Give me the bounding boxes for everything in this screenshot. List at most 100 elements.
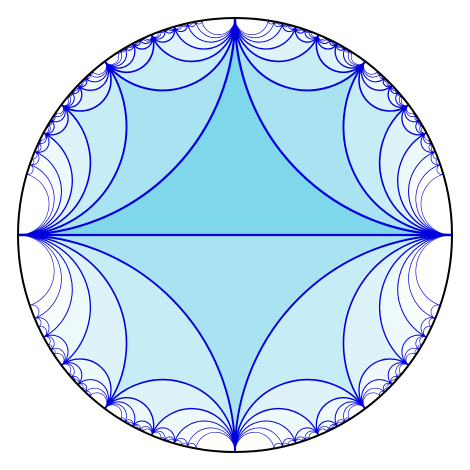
ideal-triangle-tile — [82, 77, 86, 82]
ideal-triangle-tile — [132, 39, 141, 46]
ideal-triangle-tile — [38, 132, 47, 144]
geodesic-edge — [420, 132, 436, 153]
ideal-triangle-tile — [151, 427, 175, 444]
ideal-triangle-tile — [43, 120, 55, 134]
geodesic-edge — [17, 234, 55, 306]
ideal-triangle-tile — [120, 48, 126, 53]
geodesic-edge — [415, 234, 453, 306]
ideal-triangle-tile — [295, 436, 306, 444]
geodesic-edge — [401, 334, 427, 366]
ideal-triangle-tile — [344, 48, 350, 53]
geodesic-edge — [234, 17, 320, 63]
ideal-triangle-tile — [104, 397, 154, 436]
ideal-triangle-tile — [308, 31, 319, 38]
geodesic-edge — [233, 17, 453, 237]
ideal-triangle-tile — [139, 34, 153, 44]
geodesic-edge — [150, 408, 236, 453]
ideal-triangle-tile — [164, 26, 175, 34]
ideal-triangle-tile — [132, 41, 138, 45]
ideal-triangle-tile — [104, 18, 236, 91]
geodesic-edge — [17, 234, 236, 453]
geodesic-edge — [104, 397, 155, 436]
ideal-triangle-tile — [43, 336, 55, 350]
geodesic-edge — [315, 397, 366, 436]
ideal-triangle-tile — [77, 77, 87, 87]
ideal-triangle-tile — [50, 115, 56, 121]
ideal-triangle-tile — [361, 61, 393, 91]
ideal-triangle-tile — [335, 401, 366, 427]
geodesic-edge — [150, 17, 236, 63]
ideal-triangle-tile — [384, 77, 388, 82]
ideal-triangle-tile — [132, 424, 141, 431]
ideal-triangle-tile — [104, 43, 135, 69]
ideal-triangle-tile — [77, 379, 109, 409]
ideal-triangle-tile — [415, 164, 452, 235]
ideal-triangle-tile — [18, 235, 62, 319]
geodesic-edge — [430, 304, 441, 319]
ideal-triangle-tile — [390, 85, 399, 94]
ideal-triangle-tile — [420, 317, 436, 338]
geodesic-edge — [195, 432, 236, 453]
ideal-triangle-tile — [34, 317, 50, 338]
ideal-triangle-tile — [414, 115, 420, 121]
ideal-triangle-tile — [404, 348, 420, 366]
geodesic-edge — [43, 334, 69, 366]
ideal-triangle-tile — [329, 39, 338, 46]
ideal-triangle-tile — [43, 124, 51, 134]
ideal-triangle-tile — [336, 419, 346, 427]
geodesic-edge — [361, 379, 393, 409]
ideal-triangle-tile — [104, 48, 127, 67]
ideal-triangle-tile — [139, 426, 153, 436]
ideal-triangle-tile — [104, 403, 127, 422]
ideal-triangle-tile — [383, 77, 393, 87]
ideal-triangle-tile — [335, 43, 366, 69]
ideal-triangle-tile — [235, 18, 366, 91]
ideal-triangle-tile — [415, 336, 427, 350]
ideal-triangle-tile — [85, 61, 108, 82]
geodesic-edge — [34, 317, 42, 328]
geodesic-edge — [428, 317, 436, 328]
ideal-triangle-tile — [361, 379, 393, 409]
ideal-triangle-tile — [61, 363, 75, 378]
geodesic-edge — [234, 17, 366, 92]
ideal-triangle-tile — [29, 151, 40, 166]
ideal-triangle-tile — [404, 104, 420, 122]
geodesic-edge — [423, 326, 432, 338]
boundary-circle — [17, 17, 453, 453]
geodesic-edge — [17, 173, 50, 236]
ideal-triangle-tile — [408, 151, 452, 236]
ideal-triangle-tile — [282, 23, 289, 27]
geodesic-edge — [17, 132, 73, 236]
geodesic-edge — [104, 52, 120, 65]
ideal-triangle-tile — [415, 120, 427, 134]
ideal-triangle-tile — [295, 26, 319, 43]
ideal-triangle-tile — [379, 73, 385, 79]
ideal-triangle-tile — [235, 18, 319, 62]
ideal-triangle-tile — [50, 348, 66, 366]
ideal-triangle-tile — [151, 26, 175, 43]
geodesic-edge — [308, 432, 319, 439]
ideal-triangle-tile — [174, 24, 182, 30]
ideal-triangle-tile — [383, 383, 393, 393]
geodesic-edge — [29, 304, 40, 319]
ideal-triangle-tile — [61, 359, 111, 409]
ideal-triangle-tile — [332, 41, 338, 45]
ideal-triangle-tile — [235, 379, 366, 452]
geodesic-edge — [173, 420, 236, 453]
ideal-triangle-tile — [68, 92, 73, 97]
ideal-triangle-tile — [235, 18, 275, 38]
ideal-triangle-tile — [18, 104, 91, 235]
geodesic-edge — [234, 378, 366, 453]
geodesic-edge — [358, 60, 410, 112]
ideal-triangle-tile — [391, 85, 397, 91]
geodesic-edge — [294, 427, 319, 444]
ideal-triangle-tile — [295, 427, 319, 444]
geodesic-edge — [420, 173, 453, 236]
ideal-triangle-tile — [359, 61, 409, 111]
geodesic-edge — [17, 234, 128, 410]
ideal-triangle-tile — [419, 124, 427, 134]
geodesic-edge — [38, 326, 47, 338]
ideal-triangle-tile — [316, 397, 366, 436]
ideal-triangle-tile — [329, 424, 338, 431]
